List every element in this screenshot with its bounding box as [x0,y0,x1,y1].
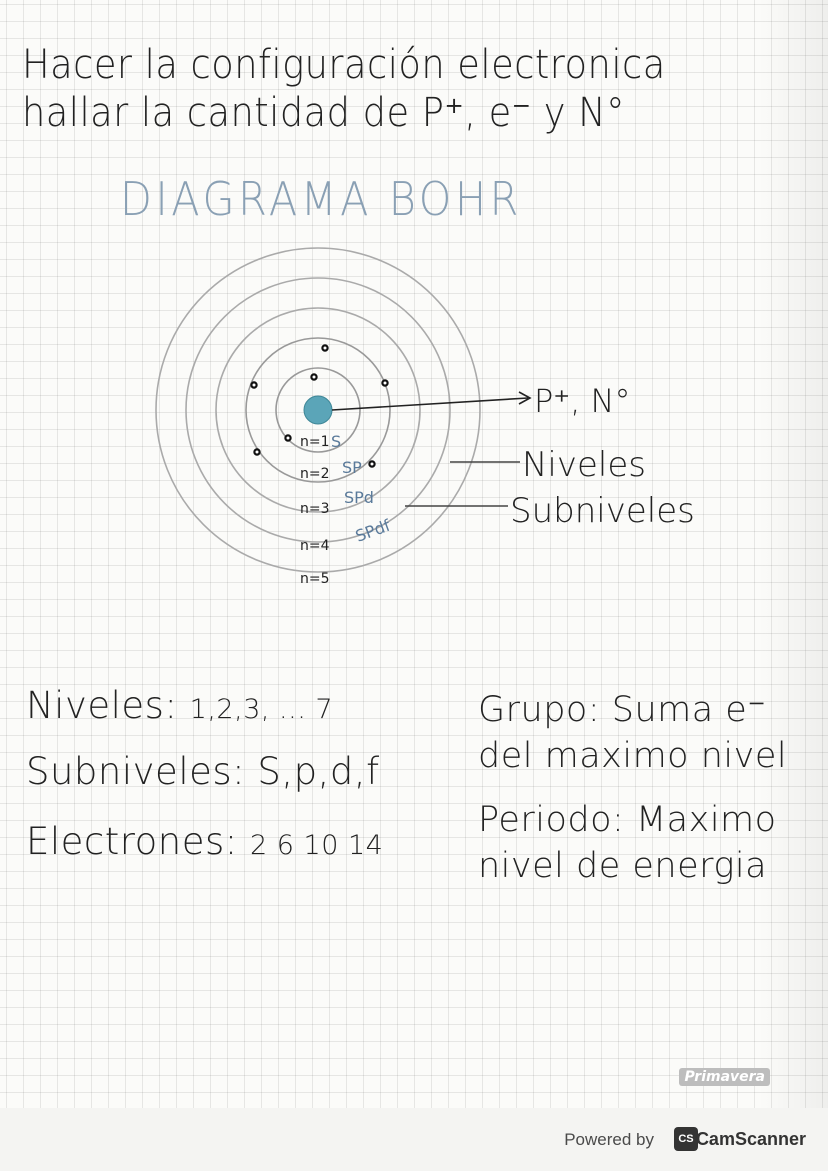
title-line-2: hallar la cantidad de P⁺, e⁻ y N° [22,90,625,136]
bohr-heading: DIAGRAMA BOHR [120,172,523,226]
grupo-line-2: del maximo nivel [478,736,788,776]
subniveles-row: Subniveles: S,p,d,f [26,750,380,793]
bohr-diagram: P⁺, N° Niveles Subniveles n=1 n=2 n=3 n=… [155,247,695,587]
electron [321,344,329,352]
electron [250,381,258,389]
orbit-ring-2 [245,337,391,483]
periodo-line-2: nivel de energia [478,846,768,886]
periodo-line-1: Periodo: Maximo [478,800,777,840]
notebook-brand-logo: Primavera [679,1068,770,1086]
title-line-1: Hacer la configuración electronica [22,42,666,88]
electrones-row: Electrones: 2 6 10 14 [26,820,383,863]
orbit-ring-5 [155,247,481,573]
level-label-n4: n=4 [300,538,330,554]
sublevel-label-1: S [331,432,341,451]
arrowhead [518,391,532,405]
electrons [250,344,389,468]
subniveles-label: Subniveles [510,491,695,531]
level-label-n3: n=3 [300,501,330,517]
sublevel-label-4: SPdf [353,516,393,546]
nucleus-arrow [331,397,529,411]
subniveles-values: S,p,d,f [257,750,380,793]
sublevel-label-3: SPd [344,488,374,507]
niveles-values: 1,2,3, ... 7 [189,694,334,725]
niveles-label: Niveles: [26,684,178,727]
electrones-values: 2 6 10 14 [250,830,384,861]
grupo-line-1: Grupo: Suma e⁻ [478,690,767,730]
electron [253,448,261,456]
camscanner-logo-icon: CS [674,1127,698,1151]
subniveles-label: Subniveles: [26,750,246,793]
page-binding-shadow [758,0,828,1108]
camscanner-name: CamScanner [695,1129,806,1149]
nucleus-label: P⁺, N° [534,382,630,420]
powered-by-text: Powered by [564,1130,654,1149]
orbit-ring-4 [185,277,451,543]
orbit-ring-3 [215,307,421,513]
niveles-row: Niveles: 1,2,3, ... 7 [26,684,333,727]
level-label-n2: n=2 [300,466,330,482]
electron [284,434,292,442]
level-label-n1: n=1 [300,434,330,450]
notebook-page [0,0,828,1108]
electrones-label: Electrones: [26,820,238,863]
sublevel-label-2: SP [342,458,362,477]
niveles-label: Niveles [522,445,646,485]
electron [381,379,389,387]
nucleus [303,395,333,425]
level-label-n5: n=5 [300,571,330,587]
sublevel-labels: S SP SPd SPdf [331,432,393,546]
electron [368,460,376,468]
level-labels: n=1 n=2 n=3 n=4 n=5 [300,434,330,587]
orbit-ring-1 [275,367,361,453]
electron [310,373,318,381]
